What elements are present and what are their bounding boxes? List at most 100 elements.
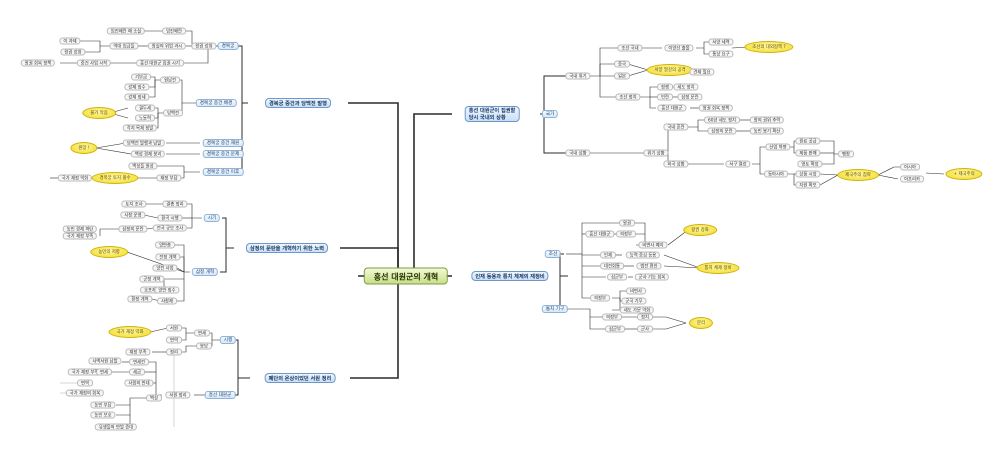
mindmap-node[interactable]: 중국 [614, 60, 630, 68]
mindmap-node[interactable]: 양반층 [155, 241, 175, 249]
mindmap-node[interactable]: 경복궁 [217, 42, 239, 50]
mindmap-node[interactable]: 군사 [637, 325, 653, 333]
mindmap-node[interactable]: 국가 재정의 회복 [65, 389, 105, 397]
mindmap-node[interactable]: 농민 경제 파탄 [62, 225, 98, 233]
main-branch-node[interactable]: 경복궁 중건과 당백전 발행 [265, 98, 331, 108]
mindmap-node[interactable]: 삼군부 [607, 273, 627, 281]
mindmap-node[interactable]: 서원 [166, 324, 182, 332]
mindmap-node[interactable]: 조선 [544, 250, 562, 258]
mindmap-node[interactable]: 경복궁 중건 문제 [202, 150, 244, 158]
mindmap-node[interactable]: 사창 운영 [120, 211, 146, 219]
main-branch-node[interactable]: 삼정의 문란을 개혁하기 위한 노력 [245, 243, 329, 253]
mindmap-node[interactable]: 면세 [96, 368, 112, 376]
mindmap-node[interactable]: 서양 세력 [708, 38, 734, 46]
mindmap-node[interactable]: 시기 [203, 214, 221, 222]
mindmap-node[interactable]: 삼정 개혁 [191, 268, 219, 276]
mindmap-node[interactable]: 왕실의 위엄 과시 [147, 42, 187, 50]
mindmap-node[interactable]: 면세전 [129, 358, 149, 366]
mindmap-node[interactable]: 유생들의 반발 증대 [94, 423, 138, 431]
mindmap-node[interactable]: 왕권 강화 [191, 42, 217, 50]
mindmap-node[interactable]: 삼군부 [605, 325, 625, 333]
mindmap-node[interactable]: 각지 목재 징발 [122, 124, 158, 132]
mindmap-node[interactable]: 견제 필요 [689, 68, 715, 76]
mindmap-node[interactable]: 국가 [541, 110, 559, 118]
mindmap-node[interactable]: 국내 혼란 [663, 123, 689, 131]
mindmap-node[interactable]: 백성 [146, 394, 162, 402]
mindmap-node[interactable]: 백성들 원성 [128, 162, 158, 170]
mindmap-node[interactable]: 양전 사업 [152, 264, 178, 272]
mindmap-node[interactable]: 제품 판매 [795, 149, 821, 157]
mindmap-node[interactable]: 정치 [637, 313, 653, 321]
mindmap-node[interactable]: 면역 [77, 379, 93, 387]
mindmap-node[interactable]: 경복궁 중건 재원 [202, 139, 244, 147]
callout-bubble[interactable]: 서양 열강의 공격 [646, 64, 694, 76]
mindmap-node[interactable]: 위기 상황 [643, 149, 669, 157]
callout-bubble[interactable]: 농민의 저항 [90, 246, 128, 258]
mindmap-node[interactable]: 군국 기무 [621, 297, 647, 305]
mindmap-node[interactable]: 60년 세도 정치 [704, 116, 740, 124]
mindmap-node[interactable]: 흥선 대원군 [657, 104, 687, 112]
mindmap-node[interactable]: 양반 징수 [154, 286, 180, 294]
mindmap-node[interactable]: 전국 규모 조사 [152, 224, 188, 232]
mindmap-node[interactable]: 재정 부족 [125, 348, 151, 356]
mindmap-node[interactable]: 세도 가문 약화 [619, 306, 655, 314]
mindmap-node[interactable]: 국가 재정 부족 [62, 232, 98, 240]
mindmap-node[interactable]: 국가 재정 악화 [57, 174, 93, 182]
mindmap-node[interactable]: 자원 확보 [795, 181, 821, 189]
mindmap-node[interactable]: 역대 임금들 [109, 42, 139, 50]
callout-bubble[interactable]: 왕권 강화 [683, 224, 717, 236]
mindmap-node[interactable]: 정쟁 [657, 83, 673, 91]
mindmap-node[interactable]: 강제 징수 [124, 83, 150, 91]
mindmap-node[interactable]: 영토 확장 [797, 160, 823, 168]
mindmap-node[interactable]: 세도 정치 [673, 83, 699, 91]
mindmap-node[interactable]: 아시아 [900, 163, 920, 171]
mindmap-node[interactable]: 면세 [194, 329, 210, 337]
callout-bubble[interactable]: 국가 재정 악화 [108, 326, 152, 338]
mindmap-node[interactable]: 임진왜란 [162, 27, 186, 35]
mindmap-node[interactable]: 세금 [129, 368, 145, 376]
mindmap-node[interactable]: 이양선 출몰 [664, 44, 694, 52]
mindmap-node[interactable]: 외국 상황 [663, 160, 689, 168]
mindmap-node[interactable]: 인재 [600, 251, 616, 259]
mindmap-node[interactable]: 경복궁 중건 배경 [195, 99, 237, 107]
mindmap-node[interactable]: 조선 국내 [617, 44, 643, 52]
mindmap-node[interactable]: 사창제 [157, 297, 177, 305]
mindmap-node[interactable]: 왕권 회복 정책 [20, 59, 56, 67]
mindmap-node[interactable]: 의정부 [602, 313, 622, 321]
mindmap-node[interactable]: 팽창 [838, 150, 854, 158]
mindmap-node[interactable]: 왕권 [619, 219, 635, 227]
mindmap-node[interactable]: 농민 봉기 확산 [749, 127, 785, 135]
mindmap-node[interactable]: 백성 경제 붕괴 [130, 150, 166, 158]
mindmap-node[interactable]: 통치 기구 [541, 305, 569, 313]
callout-bubble[interactable]: 조선의 대외정책 ? [744, 41, 794, 53]
callout-bubble[interactable]: 원망 ! [70, 142, 98, 154]
mindmap-node[interactable]: 서구 열강 [725, 160, 751, 168]
mindmap-node[interactable]: 흥선 대원군 [204, 391, 236, 399]
mindmap-node[interactable]: 경복궁 중건 이후 [202, 168, 244, 176]
mindmap-node[interactable]: 대전회통 [600, 262, 624, 270]
mindmap-node[interactable]: 군정 개혁 [139, 275, 165, 283]
mindmap-node[interactable]: 산업 혁명 [765, 143, 791, 151]
mindmap-node[interactable]: 이 과제 [59, 37, 81, 45]
mindmap-node[interactable]: 재정 부담 [156, 174, 182, 182]
mindmap-node[interactable]: 국내 위기 [565, 72, 591, 80]
mindmap-node[interactable]: 시행 [219, 336, 237, 344]
mindmap-node[interactable]: 군사 기능 회복 [634, 273, 670, 281]
mindmap-node[interactable]: 의정부 [616, 230, 636, 238]
callout-bubble[interactable]: + 제국주의 [945, 168, 983, 180]
mindmap-node[interactable]: 흥선 대원군 집권 시기 [136, 59, 184, 67]
mindmap-node[interactable]: 기부금 [131, 73, 151, 81]
main-branch-node[interactable]: 인재 등용과 통치 체제의 재정비 [471, 271, 549, 281]
mindmap-node[interactable]: 상품 시장 [795, 170, 821, 178]
mindmap-node[interactable]: 비변사 폐지 [638, 241, 668, 249]
callout-bubble[interactable]: 분리 [688, 317, 714, 329]
mindmap-node[interactable]: 국내 상황 [565, 149, 591, 157]
mindmap-node[interactable]: 당백전 발행과 남발 [122, 139, 166, 147]
mindmap-node[interactable]: 사림의 반대 [124, 379, 154, 387]
mindmap-node[interactable]: 일본 [614, 72, 630, 80]
mindmap-node[interactable]: 삼정의 문란 [707, 127, 737, 135]
mindmap-node[interactable]: 아프리카 [900, 175, 924, 183]
mindmap-node[interactable]: 삼정의 문란 [118, 225, 148, 233]
mindmap-node[interactable]: 강제 징세 [124, 93, 150, 101]
mindmap-node[interactable]: 삼정 문란 [677, 93, 703, 101]
